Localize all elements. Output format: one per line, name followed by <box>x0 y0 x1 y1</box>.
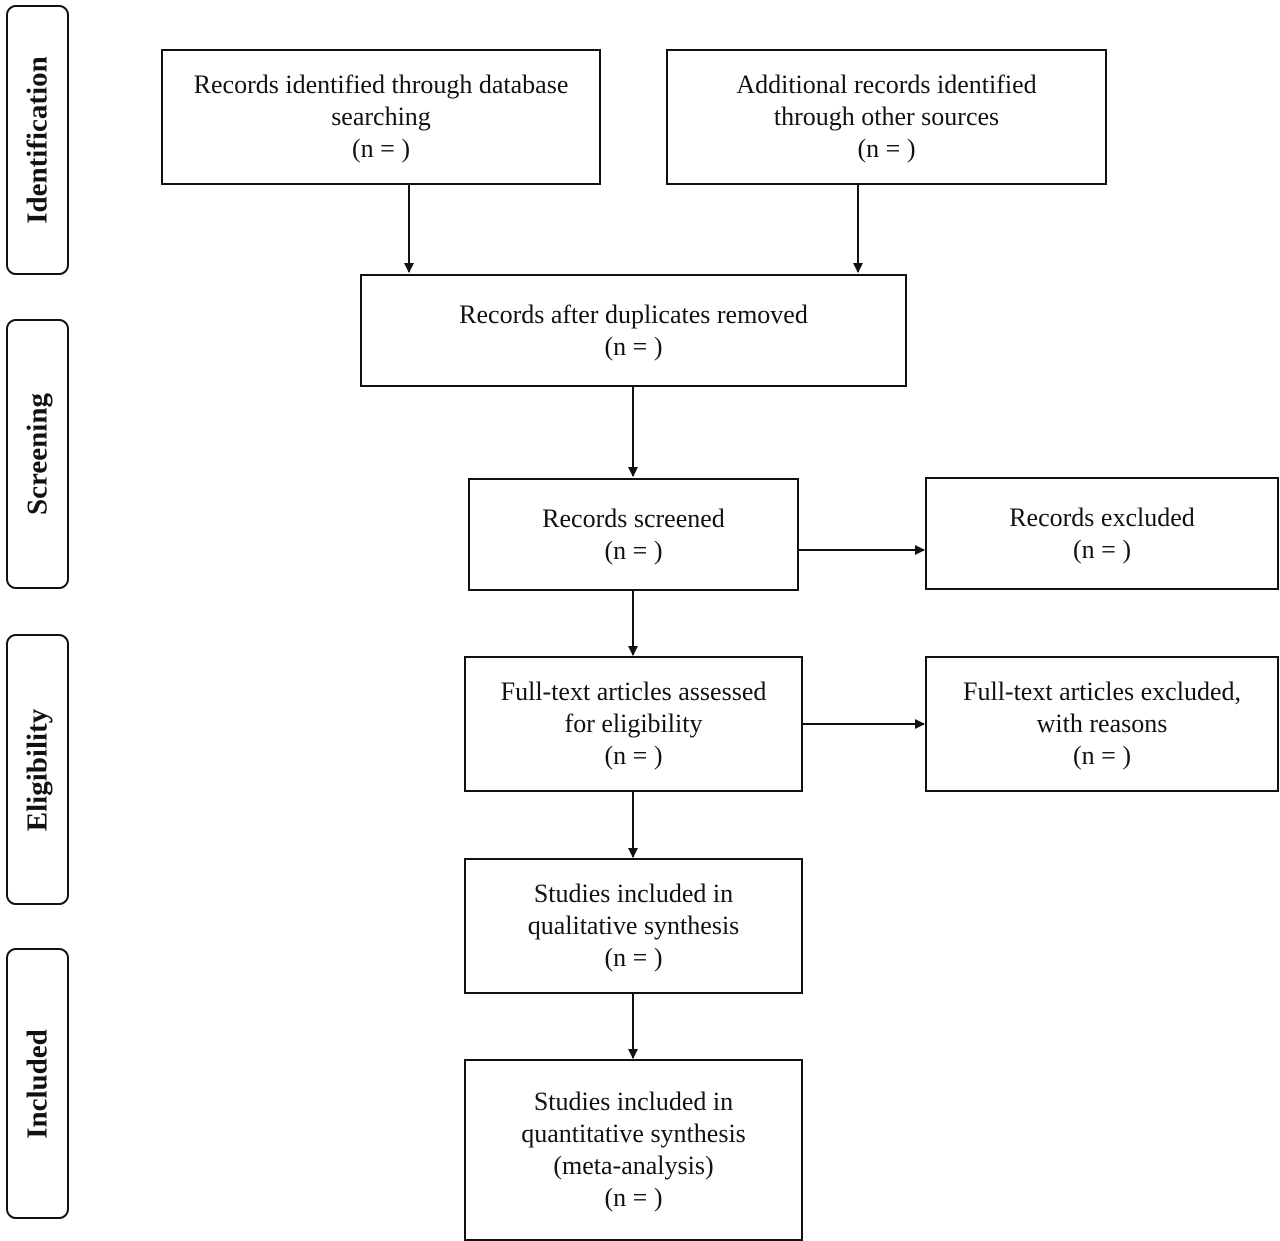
box-text-line: Additional records identified <box>736 70 1037 99</box>
box-quantitative-synthesis: Studies included in quantitative synthes… <box>464 1059 803 1241</box>
box-count: (n = ) <box>604 943 663 972</box>
box-database-records: Records identified through database sear… <box>161 49 601 185</box>
phase-included: Included <box>6 948 69 1219</box>
box-text-line: Records identified through database <box>193 70 569 99</box>
box-text-line: Records excluded <box>1009 502 1195 532</box>
box-count: (n = ) <box>857 134 916 163</box>
phase-screening: Screening <box>6 319 69 589</box>
box-text-line: for eligibility <box>564 709 703 738</box>
box-text-line: Records screened <box>542 503 725 533</box>
box-text-line: quantitative synthesis <box>521 1119 746 1148</box>
box-text-line: searching <box>331 102 431 131</box>
box-records-screened: Records screened (n = ) <box>468 478 799 591</box>
box-qualitative-synthesis: Studies included in qualitative synthesi… <box>464 858 803 994</box>
box-fulltext-assessed: Full-text articles assessed for eligibil… <box>464 656 803 792</box>
box-count: (n = ) <box>604 1183 663 1212</box>
box-text-line: with reasons <box>1036 709 1168 738</box>
box-text-line: qualitative synthesis <box>527 911 740 940</box>
box-text-line: through other sources <box>773 102 1000 131</box>
box-count: (n = ) <box>604 331 663 361</box>
box-count: (n = ) <box>604 535 663 565</box>
box-text-line: Full-text articles assessed <box>500 677 767 706</box>
box-other-sources: Additional records identified through ot… <box>666 49 1107 185</box>
box-records-excluded: Records excluded (n = ) <box>925 477 1279 590</box>
box-text-line: Studies included in <box>533 1087 734 1116</box>
box-duplicates-removed: Records after duplicates removed (n = ) <box>360 274 907 387</box>
box-count: (n = ) <box>352 134 410 163</box>
box-count: (n = ) <box>1073 534 1131 564</box>
phase-eligibility: Eligibility <box>6 634 69 905</box>
box-text-line: (meta-analysis) <box>553 1151 714 1180</box>
box-count: (n = ) <box>1073 741 1131 770</box>
box-fulltext-excluded: Full-text articles excluded, with reason… <box>925 656 1279 792</box>
box-count: (n = ) <box>604 741 663 770</box>
box-text-line: Full-text articles excluded, <box>963 677 1241 706</box>
box-text-line: Records after duplicates removed <box>459 299 808 329</box>
box-text-line: Studies included in <box>533 879 734 908</box>
phase-identification: Identification <box>6 5 69 275</box>
